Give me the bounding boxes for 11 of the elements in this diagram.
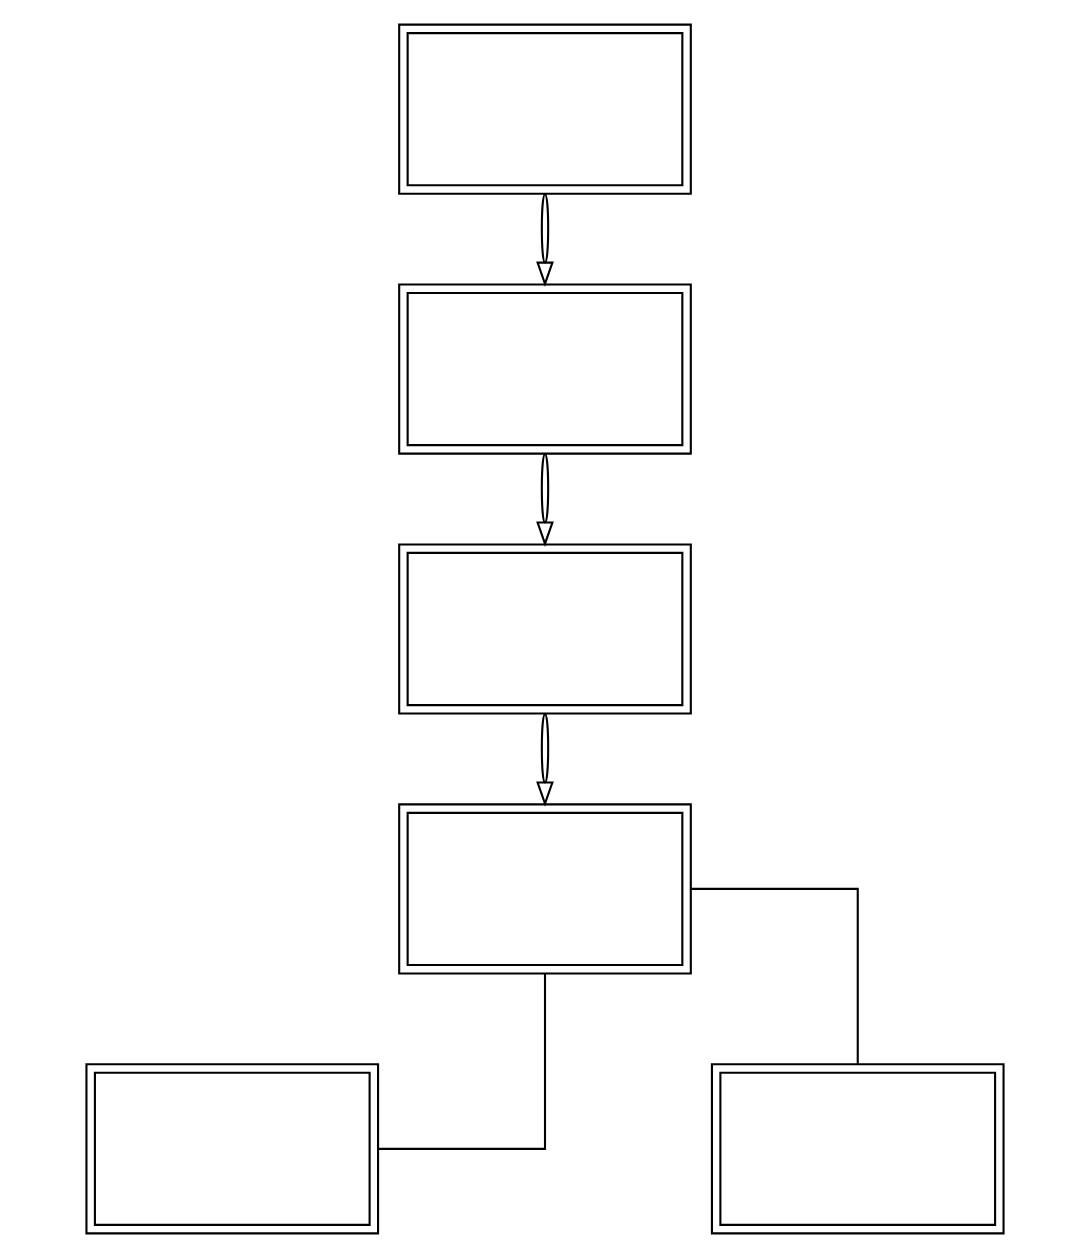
node-box: [397, 543, 691, 715]
node-box: [397, 803, 691, 975]
node-box: [84, 1063, 379, 1235]
node-box: [709, 1063, 1004, 1235]
connector: [690, 887, 858, 1064]
arrow: [535, 193, 553, 287]
node-box: [397, 23, 691, 195]
node-box: [397, 283, 691, 455]
arrow: [535, 453, 553, 547]
connector: [377, 974, 546, 1150]
arrow: [535, 713, 553, 807]
